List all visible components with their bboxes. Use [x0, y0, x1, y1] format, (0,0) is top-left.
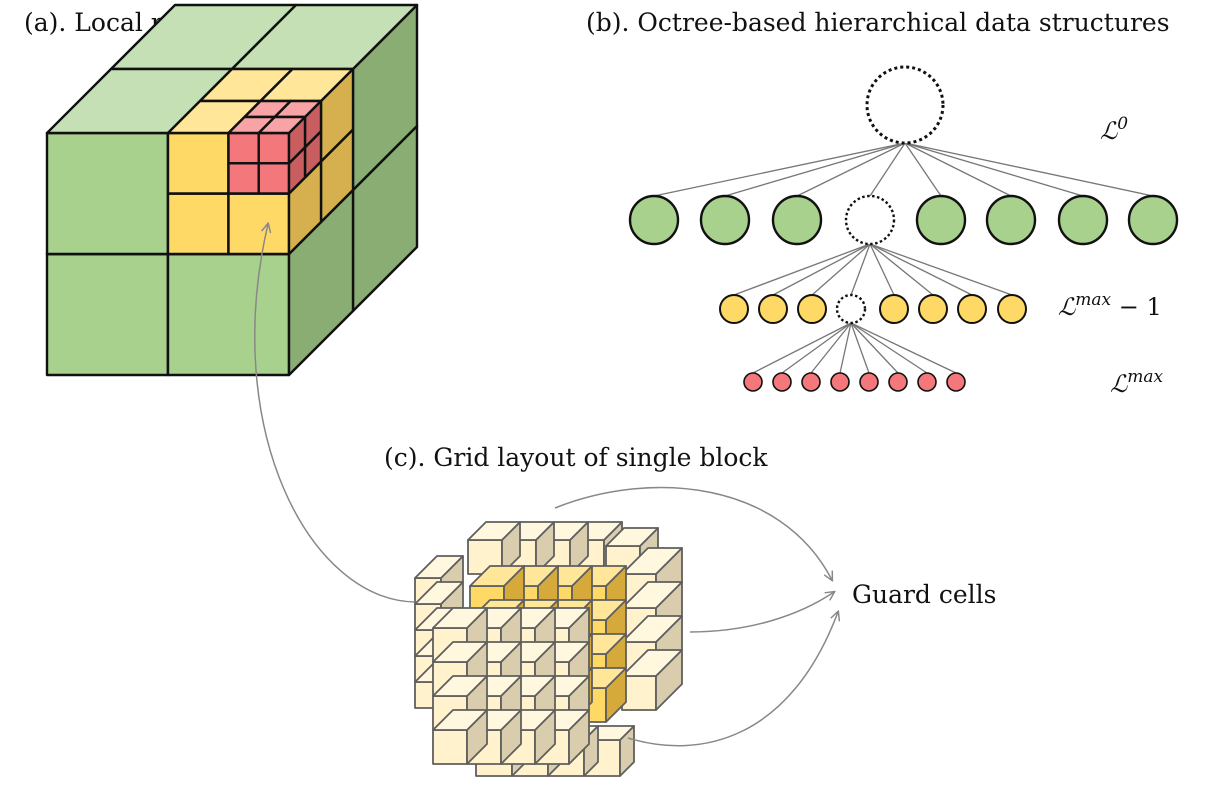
octree-diagram	[628, 65, 1179, 392]
red-node	[801, 372, 821, 392]
octree-nodes	[628, 65, 1179, 392]
tree-edge	[850, 322, 870, 374]
level-label-0: ℒ0	[1100, 114, 1128, 145]
octree-edges	[653, 142, 1154, 374]
tree-edge	[869, 243, 934, 296]
yellow-node	[879, 294, 909, 324]
tree-edge	[850, 322, 899, 374]
tree-edge	[904, 142, 1084, 197]
tree-edge	[850, 243, 871, 296]
yellow-node	[997, 294, 1027, 324]
block-front-face	[257, 131, 291, 165]
block-front-face	[45, 252, 170, 377]
cell-top	[605, 527, 659, 547]
yellow-node	[719, 294, 749, 324]
tree-edge	[904, 142, 942, 197]
placeholder-node	[835, 293, 867, 325]
arrow-guard-bottom	[627, 612, 838, 747]
red-node	[859, 372, 879, 392]
tree-edge	[904, 142, 1154, 197]
tree-edge	[904, 142, 1012, 197]
green-node	[985, 194, 1037, 246]
cell-top	[621, 581, 683, 609]
tree-edge	[733, 243, 871, 296]
tree-edge	[869, 142, 906, 197]
tree-edge	[653, 142, 906, 197]
block-front-face	[227, 131, 260, 165]
level-label-max: ℒmax	[1110, 367, 1164, 398]
cell-top	[621, 615, 683, 643]
caption-b: (b). Octree-based hierarchical data stru…	[586, 8, 1170, 37]
red-node	[917, 372, 937, 392]
cell-top	[432, 709, 488, 731]
block-grid-diagram	[414, 521, 683, 777]
cell-top	[621, 649, 683, 677]
tree-edge	[869, 243, 973, 296]
yellow-node	[918, 294, 948, 324]
cell-top	[432, 641, 488, 663]
tree-edge	[772, 243, 871, 296]
tree-edge	[869, 243, 1013, 296]
cell-top	[432, 675, 488, 697]
yellow-node	[758, 294, 788, 324]
arrow-block-to-grid	[254, 224, 416, 603]
guard-cells-label: Guard cells	[852, 580, 997, 609]
red-block	[257, 115, 307, 165]
tree-edge	[810, 322, 852, 374]
arrow-guard-right	[689, 592, 834, 633]
grid-cell	[621, 649, 683, 711]
block-front-face	[45, 131, 170, 256]
tree-edge	[781, 322, 852, 374]
green-node	[1057, 194, 1109, 246]
tree-edge	[796, 142, 906, 197]
cell-top	[621, 547, 683, 575]
tree-edge	[724, 142, 906, 197]
tree-edge	[752, 322, 852, 374]
cell-top	[469, 565, 525, 587]
block-front-face	[227, 162, 260, 195]
refined-blocks-diagram	[45, 3, 419, 377]
arrow-guard-top	[554, 486, 832, 580]
block-front-face	[166, 131, 230, 195]
grid-cell	[432, 709, 488, 765]
cell-top	[432, 607, 488, 629]
green-node	[1127, 194, 1179, 246]
red-node	[946, 372, 966, 392]
tree-edge	[850, 322, 928, 374]
green-node	[771, 194, 823, 246]
cell-front	[432, 729, 468, 765]
green-node	[915, 194, 967, 246]
block-top-face	[257, 115, 307, 135]
red-node	[772, 372, 792, 392]
tree-edge	[839, 322, 852, 374]
cell-front	[621, 675, 657, 711]
block-front-face	[166, 252, 291, 377]
cell-top	[467, 521, 521, 541]
block-front-face	[257, 162, 291, 195]
red-node	[830, 372, 850, 392]
block-front-face	[166, 192, 230, 256]
tree-edge	[869, 243, 895, 296]
red-node	[888, 372, 908, 392]
cell-top	[414, 581, 464, 605]
yellow-node	[957, 294, 987, 324]
cell-top	[414, 555, 464, 579]
tree-edge	[811, 243, 871, 296]
green-node	[628, 194, 680, 246]
root-node-placeholder	[865, 65, 945, 145]
placeholder-node	[844, 194, 896, 246]
yellow-node	[797, 294, 827, 324]
caption-c: (c). Grid layout of single block	[384, 443, 768, 472]
green-node	[699, 194, 751, 246]
red-node	[743, 372, 763, 392]
level-label-max-minus-1: ℒmax − 1	[1058, 290, 1162, 321]
block-front-face	[227, 192, 291, 256]
tree-edge	[850, 322, 957, 374]
